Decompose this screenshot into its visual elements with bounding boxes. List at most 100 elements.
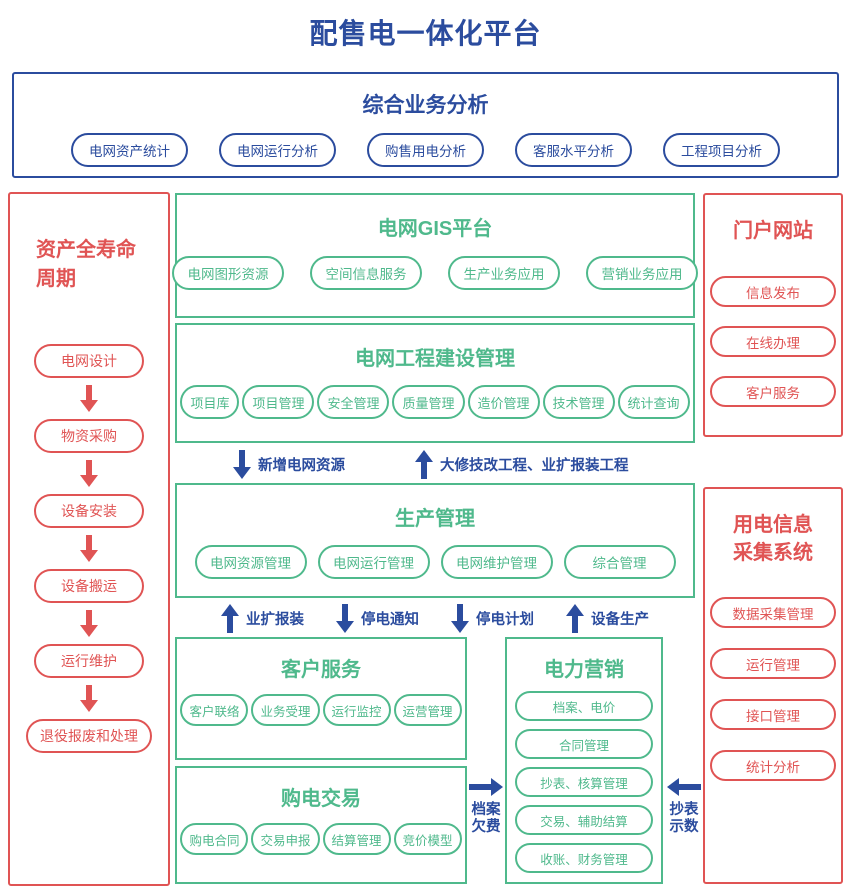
- marketing-pill: 合同管理: [515, 729, 653, 759]
- analysis-pill: 电网资产统计: [71, 133, 188, 167]
- lifecycle-section: 资产全寿命 周期 电网设计 物资采购 设备安装 设备搬运 运行维护 退役报废和处…: [8, 192, 170, 886]
- gis-pill: 电网图形资源: [172, 256, 284, 290]
- flow-item: 设备生产: [566, 604, 649, 633]
- portal-pill: 客户服务: [710, 376, 836, 407]
- meter-reading-flow: 抄表 示数: [663, 778, 705, 836]
- analysis-pill: 客服水平分析: [515, 133, 632, 167]
- lifecycle-step-list: 电网设计 物资采购 设备安装 设备搬运 运行维护 退役报废和处理: [10, 344, 168, 753]
- vertical-arrow-icon: [566, 604, 584, 633]
- collection-pill: 运行管理: [710, 648, 836, 679]
- lifecycle-pill: 设备搬运: [34, 569, 144, 603]
- down-arrow-icon: [80, 460, 98, 487]
- gis-pill: 生产业务应用: [448, 256, 560, 290]
- lifecycle-step: 电网设计: [34, 344, 144, 378]
- purchase-pill-row: 购电合同交易申报结算管理竞价模型: [177, 823, 465, 855]
- production-flow-arrows: 业扩报装 停电通知 停电计划 设备生产: [175, 599, 695, 637]
- gis-pill: 营销业务应用: [586, 256, 698, 290]
- production-pill: 电网维护管理: [440, 545, 553, 579]
- customer-service-section: 客户服务 客户联络业务受理运行监控运营管理: [175, 637, 467, 760]
- flow-item: 停电计划: [451, 604, 534, 633]
- down-arrow-icon: [80, 610, 98, 637]
- construction-section-title: 电网工程建设管理: [355, 348, 515, 370]
- portal-pill-list: 信息发布在线办理客户服务: [705, 276, 841, 407]
- flow-item: 大修技改工程、业扩报装工程: [415, 450, 629, 479]
- marketing-pill: 抄表、核算管理: [515, 767, 653, 797]
- page-title: 配售电一体化平台: [309, 18, 542, 49]
- production-pill: 综合管理: [563, 545, 676, 579]
- archive-fee-flow: 档案 欠费: [465, 778, 507, 836]
- gis-section-title: 电网GIS平台: [377, 218, 493, 240]
- marketing-pill: 交易、辅助结算: [515, 805, 653, 835]
- gis-pill-row: 电网图形资源空间信息服务生产业务应用营销业务应用: [172, 256, 698, 290]
- lifecycle-step: 设备安装: [34, 453, 144, 528]
- analysis-pill: 电网运行分析: [219, 133, 336, 167]
- flow-label: 停电通知: [361, 611, 419, 628]
- marketing-section: 电力营销 档案、电价合同管理抄表、核算管理交易、辅助结算收账、财务管理: [505, 637, 663, 884]
- production-section: 生产管理 电网资源管理电网运行管理电网维护管理综合管理: [175, 483, 695, 598]
- vertical-arrow-icon: [233, 450, 251, 479]
- collection-section-title: 用电信息 采集系统: [733, 514, 813, 564]
- lifecycle-pill: 物资采购: [34, 419, 144, 453]
- vertical-arrow-icon: [221, 604, 239, 633]
- production-pill: 电网运行管理: [317, 545, 430, 579]
- flow-item: 业扩报装: [221, 604, 304, 633]
- flow-label: 业扩报装: [246, 611, 304, 628]
- collection-section: 用电信息 采集系统 数据采集管理运行管理接口管理统计分析: [703, 487, 843, 884]
- portal-pill: 在线办理: [710, 326, 836, 357]
- marketing-section-title: 电力营销: [544, 659, 624, 681]
- collection-pill: 接口管理: [710, 699, 836, 730]
- flow-label: 示数: [669, 819, 699, 835]
- vertical-arrow-icon: [336, 604, 354, 633]
- marketing-pill: 档案、电价: [515, 691, 653, 721]
- flow-item: 停电通知: [336, 604, 419, 633]
- purchase-pill: 购电合同: [180, 823, 249, 855]
- lifecycle-pill: 退役报废和处理: [26, 719, 152, 753]
- down-arrow-icon: [80, 685, 98, 712]
- construction-pill: 造价管理: [467, 385, 540, 419]
- lifecycle-step: 设备搬运: [34, 528, 144, 603]
- construction-pill: 项目库: [180, 385, 240, 419]
- production-section-title: 生产管理: [395, 508, 475, 530]
- flow-label: 欠费: [471, 819, 501, 835]
- construction-pill: 质量管理: [392, 385, 465, 419]
- collection-pill: 数据采集管理: [710, 597, 836, 628]
- construction-pill: 安全管理: [317, 385, 390, 419]
- transfer-flow-arrows: 新增电网资源 大修技改工程、业扩报装工程: [175, 445, 695, 483]
- analysis-pill-row: 电网资产统计电网运行分析购售用电分析客服水平分析工程项目分析: [14, 133, 837, 167]
- left-arrow-icon: [667, 778, 701, 796]
- portal-pill: 信息发布: [710, 276, 836, 307]
- construction-section: 电网工程建设管理 项目库项目管理安全管理质量管理造价管理技术管理统计查询: [175, 323, 695, 443]
- construction-pill: 技术管理: [542, 385, 615, 419]
- construction-pill: 统计查询: [617, 385, 690, 419]
- lifecycle-step: 物资采购: [34, 378, 144, 453]
- purchase-pill: 交易申报: [251, 823, 320, 855]
- marketing-pill-list: 档案、电价合同管理抄表、核算管理交易、辅助结算收账、财务管理: [507, 691, 661, 873]
- analysis-section-title: 综合业务分析: [362, 94, 489, 117]
- lifecycle-pill: 电网设计: [34, 344, 144, 378]
- customer-pill: 客户联络: [180, 694, 249, 726]
- gis-section: 电网GIS平台 电网图形资源空间信息服务生产业务应用营销业务应用: [172, 193, 698, 318]
- flow-label: 新增电网资源: [258, 457, 345, 474]
- customer-pill: 运行监控: [322, 694, 391, 726]
- customer-service-title: 客户服务: [281, 659, 361, 681]
- lifecycle-pill: 运行维护: [34, 644, 144, 678]
- flow-label: 设备生产: [591, 611, 649, 628]
- analysis-pill: 购售用电分析: [367, 133, 484, 167]
- customer-pill-row: 客户联络业务受理运行监控运营管理: [177, 694, 465, 726]
- flow-label: 大修技改工程、业扩报装工程: [440, 457, 629, 474]
- production-pill: 电网资源管理: [194, 545, 307, 579]
- purchase-trading-title: 购电交易: [281, 788, 361, 810]
- vertical-arrow-icon: [415, 450, 433, 479]
- lifecycle-step: 运行维护: [34, 603, 144, 678]
- customer-pill: 运营管理: [393, 694, 462, 726]
- construction-pill-row: 项目库项目管理安全管理质量管理造价管理技术管理统计查询: [177, 385, 693, 419]
- purchase-trading-section: 购电交易 购电合同交易申报结算管理竞价模型: [175, 766, 467, 884]
- construction-pill: 项目管理: [242, 385, 315, 419]
- flow-label: 抄表: [669, 802, 699, 818]
- purchase-pill: 结算管理: [322, 823, 391, 855]
- flow-item: 新增电网资源: [233, 450, 345, 479]
- portal-section: 门户网站 信息发布在线办理客户服务: [703, 193, 843, 437]
- flow-label: 停电计划: [476, 611, 534, 628]
- collection-pill: 统计分析: [710, 750, 836, 781]
